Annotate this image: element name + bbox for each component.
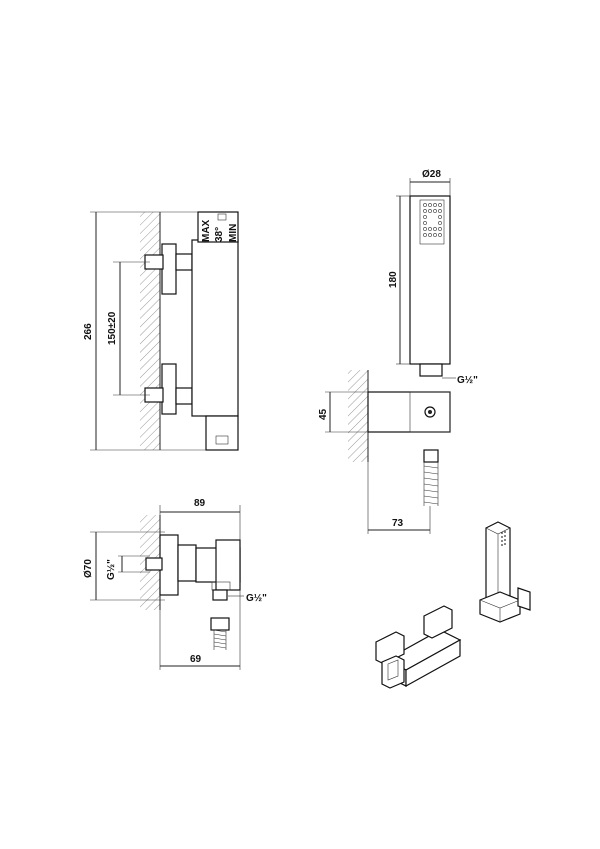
lower-mount-plate xyxy=(161,363,177,415)
dim-150-label: 150±20 xyxy=(107,311,118,345)
iso-holder-plate xyxy=(517,587,531,611)
handle-indicator xyxy=(217,213,227,221)
mixer-body xyxy=(191,239,239,417)
spray-nozzles xyxy=(423,203,442,237)
iso-right-rosette xyxy=(423,605,453,639)
side-hose-coupling xyxy=(210,617,230,631)
front-wall-hatch xyxy=(140,212,160,450)
side-eccentric xyxy=(145,557,163,571)
hand-shower-connector xyxy=(419,363,443,377)
isometric-view xyxy=(375,521,531,689)
dim-180-label: 180 xyxy=(388,271,399,288)
dim-89-label: 89 xyxy=(194,498,206,509)
side-handle xyxy=(215,539,241,591)
holder-hose-coupling xyxy=(423,449,439,463)
iso-mixer-side xyxy=(405,638,461,688)
upper-mount-plate xyxy=(161,243,177,295)
min-label: MIN xyxy=(228,224,239,242)
bottom-outlet xyxy=(205,415,239,451)
holder-bracket xyxy=(367,391,451,433)
side-hose xyxy=(213,629,227,650)
side-rosette xyxy=(159,534,179,596)
holder-wall-hatch xyxy=(348,370,368,462)
dim-73-label: 73 xyxy=(392,518,404,529)
spray-face xyxy=(419,199,445,245)
inlet-thread-label: G½" xyxy=(106,559,117,580)
dim-diameter-70-label: Ø70 xyxy=(83,559,94,578)
side-view: 89 Ø70 G½" G½" 69 xyxy=(83,498,267,670)
outlet-thread-label: G½" xyxy=(246,593,267,604)
front-view: MAX 38° MIN 266 150±20 xyxy=(83,211,239,451)
hand-shower-thread-label: G½" xyxy=(457,375,478,386)
dim-45-label: 45 xyxy=(318,408,329,420)
holder-view: 45 73 xyxy=(318,370,451,534)
iso-holder xyxy=(479,591,521,623)
max-label: MAX xyxy=(201,219,212,242)
dim-266-label: 266 xyxy=(83,323,94,340)
temp-38-label: 38° xyxy=(214,227,225,242)
hand-shower-view: Ø28 180 G½" xyxy=(388,169,478,386)
side-hose-nut xyxy=(212,589,228,601)
dim-69-label: 69 xyxy=(190,654,202,665)
holder-hole-center xyxy=(428,410,432,414)
holder-cup xyxy=(409,391,451,433)
side-connector xyxy=(177,544,197,582)
iso-nozzles xyxy=(501,531,506,546)
dim-diameter-28-label: Ø28 xyxy=(422,169,441,180)
outlet-nipple xyxy=(215,435,229,445)
lower-nut xyxy=(175,387,193,405)
hand-shower-body xyxy=(409,195,451,365)
iso-handle xyxy=(381,655,405,689)
holder-hose xyxy=(423,462,439,506)
upper-nut xyxy=(175,253,193,271)
